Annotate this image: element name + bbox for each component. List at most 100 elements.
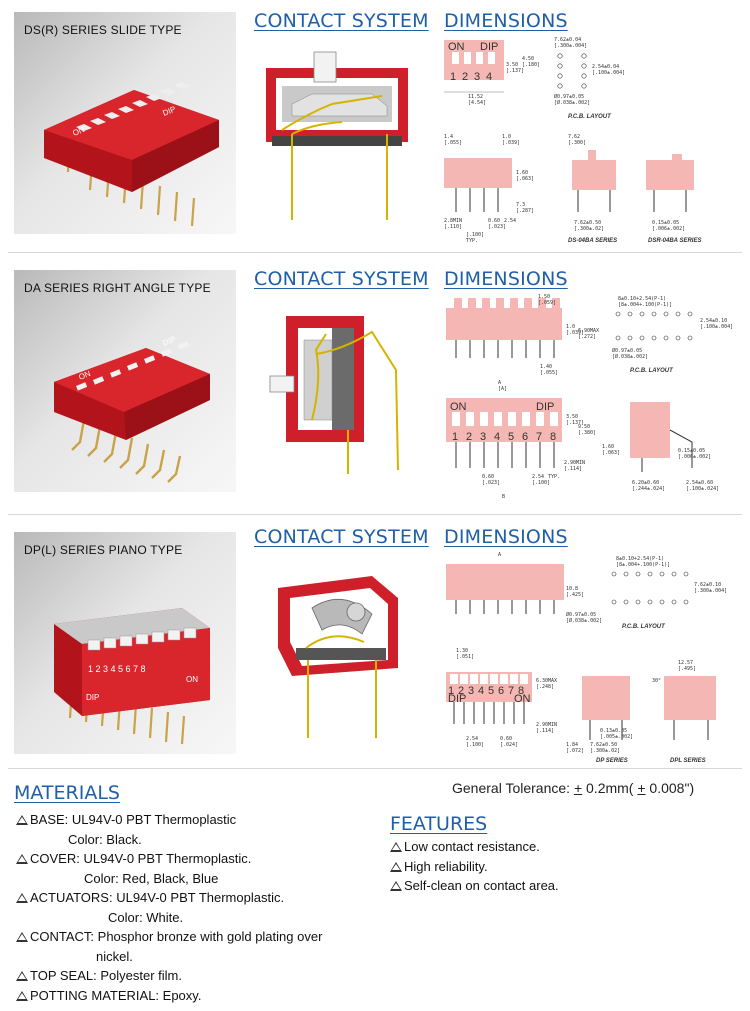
da-dim-0-15: 0.15±0.05 bbox=[678, 448, 705, 454]
dp-pin-6: 6 bbox=[498, 685, 504, 697]
ds-pcb-300: [.300±.004] bbox=[554, 43, 587, 49]
ds-dim-110: [.287] bbox=[516, 208, 534, 214]
da-dim-100: [.100] bbox=[532, 480, 550, 486]
ds-pcb-hole-in: [Ø.038±.002] bbox=[554, 99, 590, 106]
dp-caption-dp: DP SERIES bbox=[596, 758, 628, 764]
product-label-da: DA SERIES RIGHT ANGLE TYPE bbox=[24, 281, 211, 295]
da-dim-typ: TYP. bbox=[548, 474, 560, 480]
product-photo-da: ON DIP DA SERIES RIGHT ANGLE TYPE bbox=[14, 270, 236, 492]
ds-dim-137: [.137] bbox=[506, 68, 524, 74]
dp-pin-1: 1 bbox=[448, 685, 454, 697]
triangle-bullet-icon bbox=[390, 861, 402, 872]
da-dim-006: [.006±.002] bbox=[678, 454, 711, 460]
da-dim-0-60: 0.60 bbox=[482, 474, 494, 480]
ds-caption-ds: DS-04BA SERIES bbox=[568, 238, 617, 244]
ds-dimension-drawing: ON DIP 1 2 3 4 11.52 [4.54] 3.50 [.137] … bbox=[444, 37, 701, 244]
da-dim-6-20: 6.20±0.60 bbox=[632, 480, 659, 486]
plus-minus-symbol: + bbox=[573, 780, 583, 796]
da-dim-1-60: 1.60 bbox=[602, 444, 614, 450]
product-label-ds: DS(R) SERIES SLIDE TYPE bbox=[24, 23, 182, 37]
ds-pcb-hole: Ø0.97±0.05 bbox=[554, 93, 584, 100]
product-photo-dp: 1 2 3 4 5 6 7 8 DIP ON DP(L) SERIES PIAN… bbox=[14, 532, 236, 754]
da-dip-label: DIP bbox=[536, 401, 554, 413]
ds-pcb-2-54: 2.54±0.04 bbox=[592, 64, 619, 70]
da-pin-5: 5 bbox=[508, 431, 514, 443]
features-list: Low contact resistance. High reliability… bbox=[390, 837, 690, 896]
da-pcb-caption: P.C.B. LAYOUT bbox=[630, 368, 674, 374]
dp-dim-1-84: 1.84 bbox=[566, 742, 578, 748]
da-dim-100-tol: [.100±.024] bbox=[686, 486, 719, 492]
dimensions-drawing-ds: ON DIP 1 2 3 4 11.52 [4.54] 3.50 [.137] … bbox=[442, 34, 742, 244]
list-item: High reliability. bbox=[390, 857, 690, 877]
list-item: POTTING MATERIAL: Epoxy. bbox=[16, 986, 376, 1006]
da-dim-b: B bbox=[502, 494, 505, 500]
da-pcb-hole: Ø0.97±0.05 bbox=[612, 347, 642, 354]
section-ds-slide: ON DIP DS(R) SERIES SLIDE TYPE CONTACT S… bbox=[0, 0, 750, 250]
dp-dim-1-30: 1.30 bbox=[456, 648, 468, 654]
svg-text:DIP: DIP bbox=[86, 693, 99, 702]
section-dp-piano: 1 2 3 4 5 6 7 8 DIP ON DP(L) SERIES PIAN… bbox=[0, 520, 750, 768]
da-contact-drawing bbox=[269, 316, 399, 474]
dp-pin-8: 8 bbox=[518, 685, 524, 697]
dp-dim-10-8: 10.8 bbox=[566, 586, 578, 592]
ds-dim-11-52: 11.52 bbox=[468, 94, 483, 100]
da-dim-272: [.272] bbox=[578, 334, 596, 340]
ds-dim-180: [.180] bbox=[522, 62, 540, 68]
ds-pcb-7-62: 7.62±0.04 bbox=[554, 37, 581, 43]
da-dim-9-50: 9.50 bbox=[578, 424, 590, 430]
da-dim-114: [.114] bbox=[564, 466, 582, 472]
dp-dim-051: [.051] bbox=[456, 654, 474, 660]
ds-dim-4-50: 4.50 bbox=[522, 56, 534, 62]
da-dim-380: [.380] bbox=[578, 430, 596, 436]
dp-pcb-hole: Ø0.97±0.05 bbox=[566, 611, 596, 618]
triangle-bullet-icon bbox=[16, 990, 28, 1001]
dp-caption-dpl: DPL SERIES bbox=[670, 758, 706, 764]
dp-dim-12-57: 12.57 bbox=[678, 660, 693, 666]
triangle-bullet-icon bbox=[16, 932, 28, 942]
ds-dim-300-tol: [.300±.02] bbox=[574, 226, 604, 232]
ds-pin-4: 4 bbox=[486, 71, 492, 83]
triangle-bullet-icon bbox=[390, 881, 402, 891]
triangle-bullet-icon bbox=[16, 815, 28, 825]
svg-text:ON: ON bbox=[77, 369, 92, 382]
ds-dim-7-62-tol: 7.62±0.50 bbox=[574, 220, 601, 226]
da-dim-059: [.059] bbox=[538, 300, 556, 306]
da-dim-063: [.063] bbox=[602, 450, 620, 456]
dp-dim-2-54: 2.54 bbox=[466, 736, 478, 742]
contact-diagram-da bbox=[252, 310, 432, 500]
dimensions-title-dp: DIMENSIONS bbox=[444, 526, 568, 548]
da-pin-4: 4 bbox=[494, 431, 500, 443]
dp-pcb-formula: 8±0.10+2.54(P-1) bbox=[616, 556, 664, 562]
ds-dip-label: DIP bbox=[480, 41, 498, 53]
ds-pcb-caption: P.C.B. LAYOUT bbox=[568, 114, 612, 120]
da-switch-photo-image: ON DIP bbox=[54, 335, 210, 483]
ds-dim-2-8min: 7.3 bbox=[516, 202, 525, 208]
da-dim-2-54-tol: 2.54±0.60 bbox=[686, 480, 713, 486]
da-dim-244: [.244±.024] bbox=[632, 486, 665, 492]
dp-dim-114: [.114] bbox=[536, 728, 554, 734]
ds-pin-3: 3 bbox=[474, 71, 480, 83]
ds-switch-photo-image: ON DIP bbox=[44, 82, 219, 227]
list-item: nickel. bbox=[96, 948, 133, 964]
dp-pcb-formula-in: [8±.004+.100(P-1)] bbox=[616, 562, 670, 568]
materials-title: MATERIALS bbox=[14, 782, 120, 804]
triangle-bullet-icon bbox=[16, 971, 28, 981]
dimensions-drawing-da: 1.50 [.059] 1.0 [.039] 6.90MAX [.272] 1.… bbox=[442, 292, 742, 502]
dimensions-title-ds: DIMENSIONS bbox=[444, 10, 568, 32]
tolerance-inch: 0.008") bbox=[645, 780, 695, 796]
dp-dim-7-62: 7.62±0.50 bbox=[590, 742, 617, 748]
dp-pcb-caption: P.C.B. LAYOUT bbox=[622, 624, 666, 630]
section-da-right-angle: ON DIP DA SERIES RIGHT ANGLE TYPE CONTAC… bbox=[0, 258, 750, 510]
list-item: Color: White. bbox=[108, 909, 184, 925]
da-pin-7: 7 bbox=[536, 431, 542, 443]
ds-dim-1-4: 1.4 bbox=[444, 134, 453, 140]
triangle-bullet-icon bbox=[16, 893, 28, 903]
dp-dimension-drawing: A C 10.8 [.425] 8±0.10+2.54(P-1) [8±.004… bbox=[446, 552, 727, 764]
list-item: Color: Black. bbox=[68, 831, 142, 847]
da-pcb-2-54: 2.54±0.10 bbox=[700, 318, 727, 324]
ds-contact-drawing bbox=[266, 51, 408, 220]
product-label-dp: DP(L) SERIES PIANO TYPE bbox=[24, 543, 183, 557]
list-item: CONTACT: Phosphor bronze with gold plati… bbox=[16, 927, 376, 947]
contact-diagram-ds bbox=[252, 44, 432, 234]
ds-dim-7-3: 1.60 bbox=[516, 170, 528, 176]
